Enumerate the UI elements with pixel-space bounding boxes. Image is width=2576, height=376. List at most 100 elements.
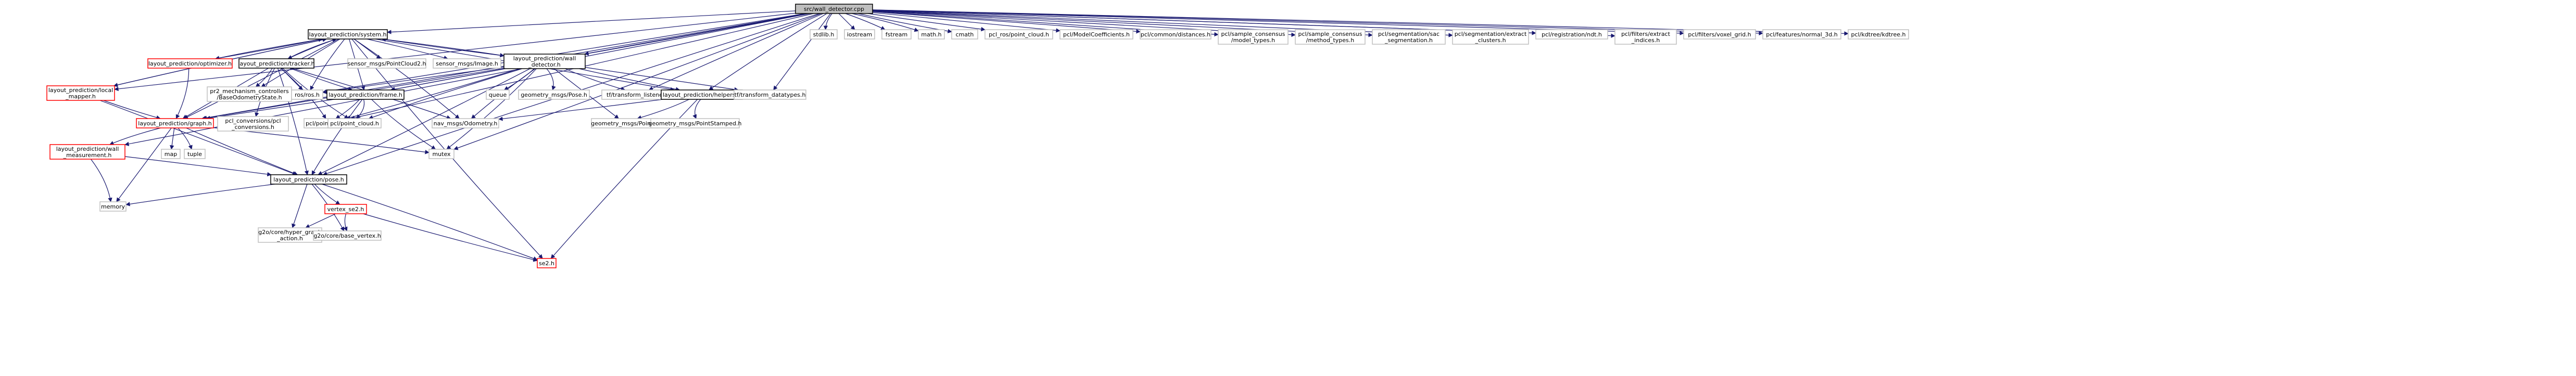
header-node-iostream: iostream	[844, 29, 875, 40]
node-box	[217, 116, 289, 132]
dependency-edge-walldet-to-pointtypes	[346, 68, 520, 120]
dependency-edge-tracker-to-system	[287, 38, 337, 59]
dependency-edge-frame-to-pointcloud	[356, 99, 365, 119]
header-node-pclndt: pcl/registration/ndt.h	[1535, 29, 1608, 40]
header-node-pose[interactable]: layout_prediction/pose.h	[270, 174, 347, 185]
dependency-edge-system-to-rosh	[310, 38, 345, 90]
dependency-edge-helpers-to-navodom	[498, 99, 663, 121]
node-label: layout_prediction/pose.h	[273, 176, 344, 183]
dependency-edge-wallmeas-to-pose	[124, 156, 272, 177]
node-label: _mapper.h	[65, 93, 96, 100]
dependency-edge-graph-to-tuple	[178, 127, 193, 150]
header-node-localmap[interactable]: layout_prediction/local_mapper.h	[46, 85, 115, 101]
dependency-edge-tracker-to-pr2	[255, 68, 273, 87]
dependency-edge-system-to-optimizer	[214, 38, 323, 60]
dependency-edge-root-to-tfdatatypes	[773, 13, 831, 90]
dependency-edge-walldet-to-tflistener	[565, 68, 626, 91]
node-label: tuple	[187, 151, 202, 158]
header-node-se2[interactable]: se2.h	[537, 258, 557, 268]
node-label: _measurement.h	[63, 152, 112, 159]
node-label: layout_prediction/local	[48, 87, 113, 94]
node-label: layout_prediction/graph.h	[138, 120, 211, 127]
header-node-vertexse2[interactable]: vertex_se2.h	[324, 204, 367, 214]
node-box	[734, 89, 806, 100]
dependency-edge-root-to-pclpc	[868, 13, 986, 32]
node-box	[1614, 29, 1677, 45]
node-label: tf/transform_datatypes.h	[735, 92, 806, 98]
header-node-fstream: fstream	[881, 29, 912, 40]
dependency-edge-root-to-stdlib	[823, 13, 832, 30]
header-node-map: map	[161, 149, 181, 159]
node-label: ros/ros.h	[295, 92, 320, 98]
node-label: g2o/core/hyper_graph	[258, 229, 321, 236]
dependency-edge-localmap-to-pose	[99, 100, 297, 176]
node-label: pcl/registration/ndt.h	[1542, 31, 1602, 38]
node-box	[1683, 29, 1756, 40]
node-label: se2.h	[539, 260, 554, 267]
node-box	[1372, 29, 1446, 45]
node-box	[537, 258, 557, 268]
header-node-tracker[interactable]: layout_prediction/tracker.h	[238, 58, 315, 69]
header-node-geopointst: geometry_msgs/PointStamped.h	[649, 118, 741, 128]
header-node-walldet[interactable]: layout_prediction/wall_detector.h	[503, 54, 586, 69]
header-node-math: math.h	[918, 29, 945, 40]
node-box	[503, 54, 586, 69]
node-box	[432, 118, 499, 128]
node-label: _detector.h	[528, 61, 560, 68]
header-node-tflistener: tf/transform_listener.h	[601, 89, 675, 100]
node-label: layout_prediction/optimizer.h	[148, 60, 232, 67]
dependency-edge-walldet-to-helpers	[578, 68, 680, 92]
header-node-pclnormal: pcl/features/normal_3d.h	[1762, 29, 1841, 40]
header-node-pcldist: pcl/common/distances.h	[1140, 29, 1211, 40]
header-node-helpers[interactable]: layout_prediction/helpers.h	[661, 89, 743, 100]
node-label: pcl/common/distances.h	[1141, 31, 1210, 38]
root-file-node[interactable]: src/wall_detector.cpp	[795, 4, 873, 14]
header-node-queue: queue	[486, 89, 510, 100]
header-node-pclvoxel: pcl/filters/voxel_grid.h	[1683, 29, 1756, 40]
node-box	[1535, 29, 1608, 40]
dependency-edge-walldet-to-frame	[390, 68, 506, 92]
header-node-tfdatatypes: tf/transform_datatypes.h	[734, 89, 806, 100]
node-label: pcl/filters/extract	[1621, 31, 1671, 37]
header-node-navodom: nav_msgs/Odometry.h	[432, 118, 499, 128]
node-label: tf/transform_listener.h	[607, 92, 670, 98]
header-node-optimizer[interactable]: layout_prediction/optimizer.h	[147, 58, 233, 69]
node-box	[313, 230, 382, 241]
node-box	[327, 118, 382, 128]
node-box	[428, 149, 454, 159]
header-node-pclmc: pcl/ModelCoefficients.h	[1059, 29, 1133, 40]
dependency-edge-frame-to-graph	[206, 99, 335, 121]
node-box	[99, 201, 127, 212]
node-box	[984, 29, 1053, 40]
dependency-edge-walldet-to-pose	[318, 68, 531, 175]
header-node-wallmeas[interactable]: layout_prediction/wall_measurement.h	[49, 144, 125, 160]
dependency-edge-system-to-graph	[183, 38, 339, 119]
header-node-system[interactable]: layout_prediction/system.h	[308, 29, 388, 40]
node-box	[308, 29, 388, 40]
node-box	[326, 89, 405, 100]
node-label: pcl/filters/voxel_grid.h	[1688, 31, 1751, 38]
dependency-edge-walldet-to-pointcloud	[368, 68, 523, 120]
header-node-g2ohyper: g2o/core/hyper_graph_action.h	[258, 227, 322, 243]
node-label: sensor_msgs/Image.h	[436, 60, 498, 67]
header-node-cmath: cmath	[951, 29, 978, 40]
dependency-edge-graph-to-pose	[186, 127, 298, 176]
dependency-edge-vertexse2-to-g2obase	[343, 213, 348, 231]
edge-layer	[91, 9, 1849, 262]
dependency-edge-system-to-walldet	[382, 38, 504, 58]
header-node-geopose: geometry_msgs/Pose.h	[518, 89, 590, 100]
dependency-edge-optimizer-to-system	[215, 37, 323, 59]
node-layer: src/wall_detector.cpp layout_prediction/s…	[46, 4, 1909, 268]
dependency-edge-walldet-to-geopose	[546, 68, 556, 90]
node-label: /model_types.h	[1231, 37, 1275, 44]
node-label: cmath	[956, 31, 974, 38]
node-label: fstream	[886, 31, 907, 38]
header-node-pclpc: pcl_ros/point_cloud.h	[984, 29, 1053, 40]
header-node-graph[interactable]: layout_prediction/graph.h	[136, 118, 214, 128]
node-label: src/wall_detector.cpp	[804, 6, 864, 12]
header-node-frame[interactable]: layout_prediction/frame.h	[326, 89, 405, 100]
dependency-edge-root-to-tflistener	[648, 13, 824, 90]
header-node-pclext: pcl/segmentation/extract_clusters.h	[1452, 29, 1529, 45]
dependency-edge-root-to-pclext	[872, 10, 1453, 37]
